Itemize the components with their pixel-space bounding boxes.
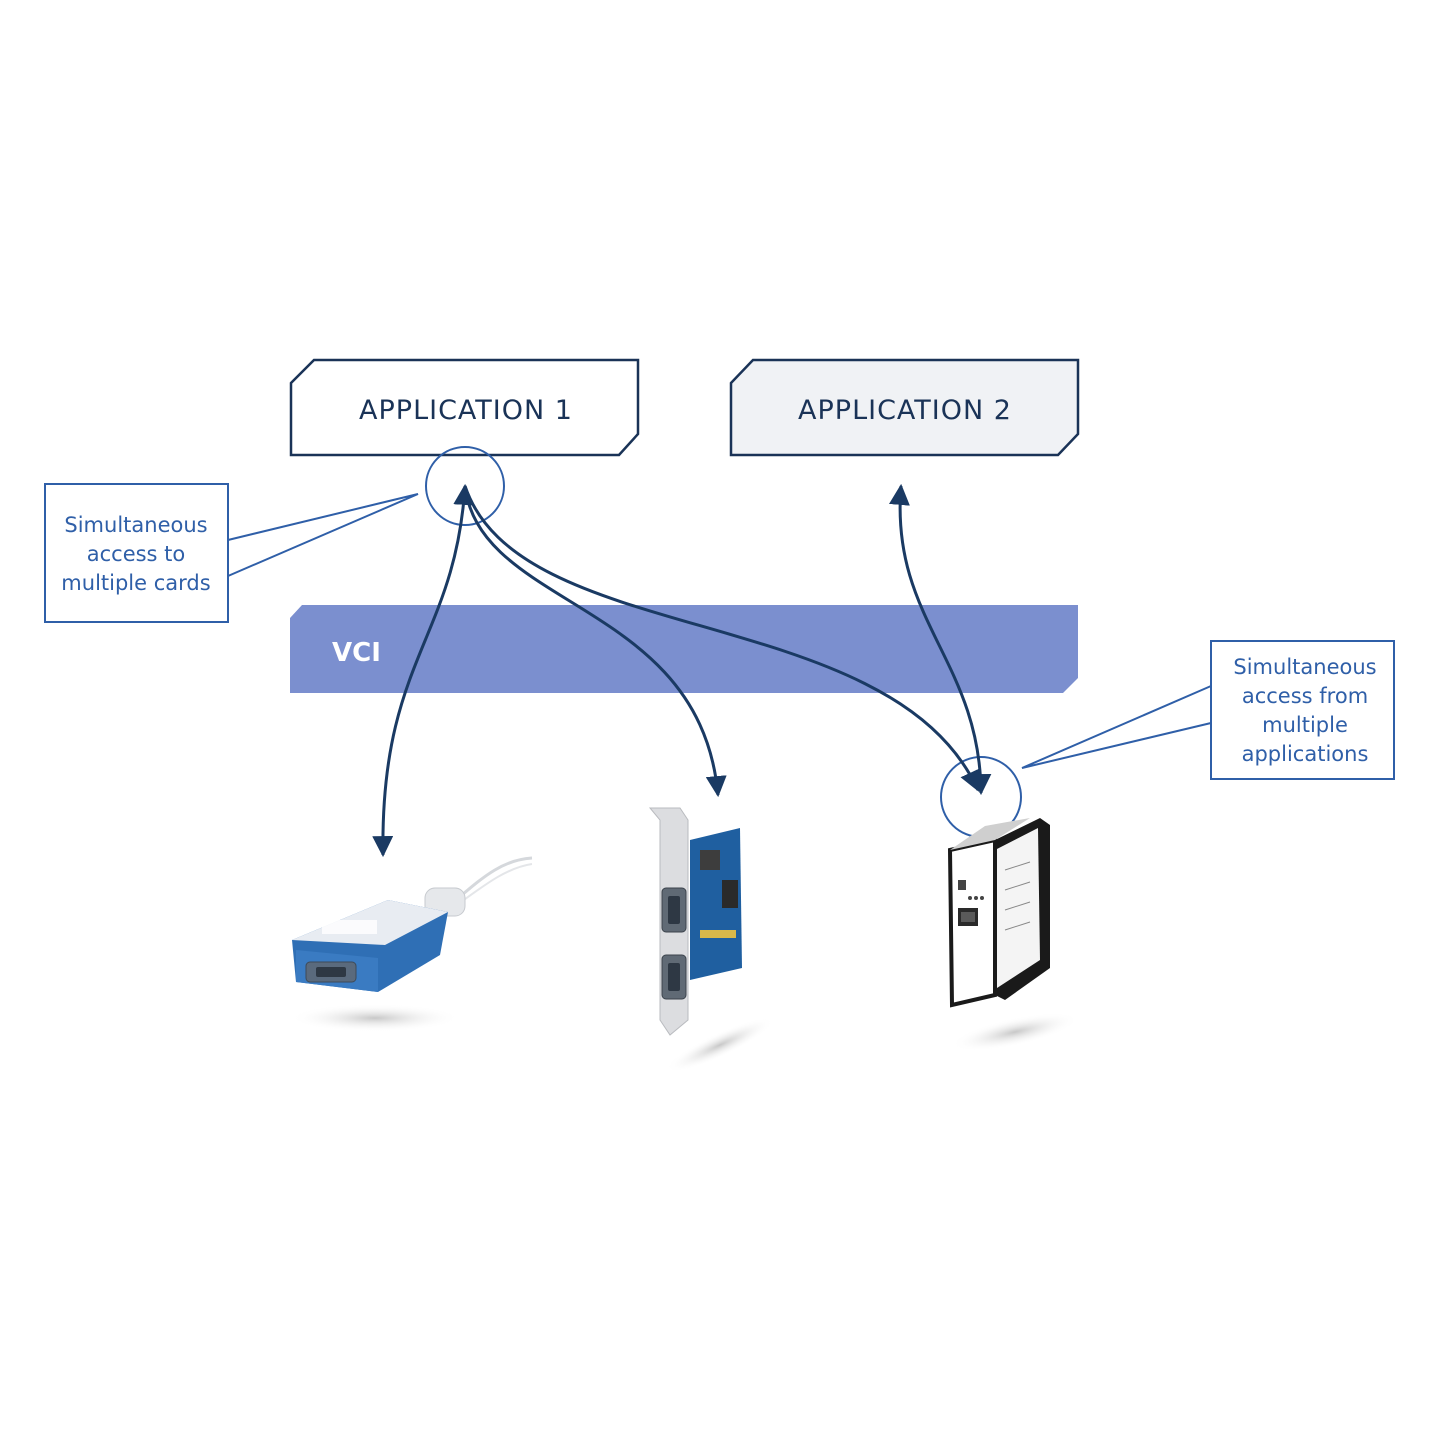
application-1-box: APPLICATION 1 (289, 358, 640, 457)
ethernet-can-gateway-image (947, 818, 1079, 1052)
application-2-box: APPLICATION 2 (729, 358, 1080, 457)
vci-label: VCI (332, 638, 381, 668)
callout-right-pointer (1021, 685, 1212, 769)
arrow-app2-gateway (889, 483, 992, 796)
callout-left-line-1: Simultaneous (64, 513, 207, 537)
callout-right-line-3: multiple (1262, 713, 1348, 737)
callout-multiple-cards: Simultaneous access to multiple cards (44, 483, 419, 623)
connections (372, 483, 992, 858)
callout-left-pointer (227, 493, 419, 577)
application-2-label: APPLICATION 2 (798, 395, 1012, 426)
callout-right-line-2: access from (1242, 684, 1368, 708)
application-1-label: APPLICATION 1 (359, 395, 573, 426)
callout-left-line-3: multiple cards (61, 571, 210, 595)
arrow-app1-pcie (463, 485, 727, 798)
callout-right-line-4: applications (1242, 742, 1369, 766)
callout-right-line-1: Simultaneous (1233, 655, 1376, 679)
pcie-can-card-image (648, 807, 775, 1073)
arrow-app1-usb (372, 483, 475, 858)
callout-left-line-2: access to (87, 542, 186, 566)
usb-can-adapter-image (290, 856, 533, 1032)
callout-multiple-applications: Simultaneous access from multiple applic… (1021, 640, 1395, 780)
